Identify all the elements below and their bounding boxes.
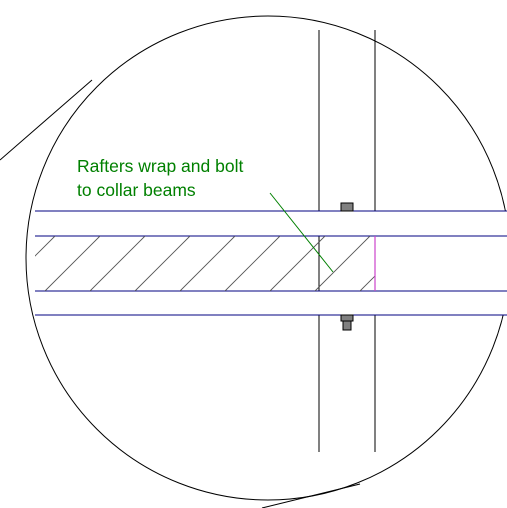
annotation-label: Rafters wrap and bolt to collar beams bbox=[77, 154, 243, 202]
collar-beam-upper bbox=[35, 210, 507, 237]
callout-leader-top bbox=[0, 79, 93, 161]
collar-beam-lower bbox=[35, 290, 507, 316]
hatch-line bbox=[224, 236, 281, 291]
hatch-line bbox=[35, 236, 56, 257]
hatch-line bbox=[314, 236, 371, 291]
hatch-line bbox=[269, 236, 326, 291]
bolt-top bbox=[340, 202, 354, 212]
bolt-bottom bbox=[340, 314, 354, 331]
detail-circle bbox=[25, 15, 507, 501]
rafter bbox=[318, 30, 376, 452]
hatch-line bbox=[134, 236, 191, 291]
hatch-line bbox=[179, 236, 236, 291]
hatched-block bbox=[35, 236, 460, 291]
annotation-line-2: to collar beams bbox=[77, 180, 196, 200]
hatch-line bbox=[44, 236, 101, 291]
hatch-line bbox=[405, 236, 460, 291]
annotation-leader bbox=[269, 192, 334, 273]
annotation-line-1: Rafters wrap and bolt bbox=[77, 156, 244, 176]
hatch-line bbox=[359, 275, 375, 291]
hatch-line bbox=[89, 236, 146, 291]
callout-leader-bottom bbox=[261, 483, 361, 508]
